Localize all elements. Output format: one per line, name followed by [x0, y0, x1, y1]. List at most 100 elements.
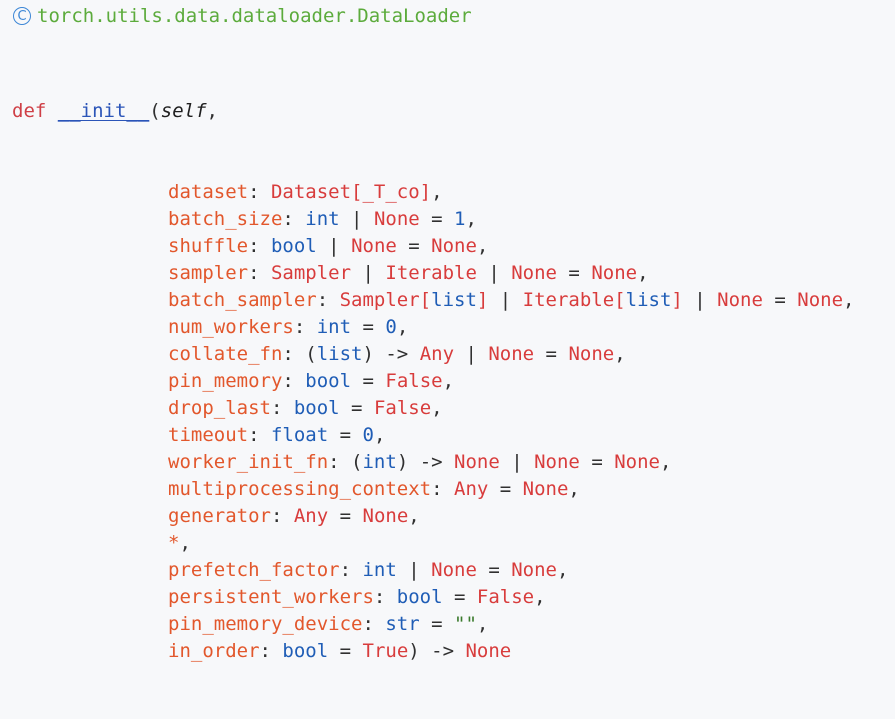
constant: None — [488, 343, 535, 365]
parameter-line: sampler: Sampler | Iterable | None = Non… — [12, 260, 854, 287]
punctuation: , — [843, 289, 855, 311]
parameter-name: prefetch_factor — [168, 559, 340, 581]
constant: None — [797, 289, 844, 311]
doc-header: C torch.utils.data.dataloader.DataLoader — [13, 3, 472, 29]
constant: False — [373, 397, 432, 419]
builtin-type: int — [362, 451, 397, 473]
constant: None — [591, 262, 638, 284]
constant: None — [454, 451, 500, 473]
punctuation: : — [248, 181, 271, 203]
constant: None — [717, 289, 763, 311]
constant: False — [385, 370, 443, 392]
builtin-type: str — [385, 613, 420, 635]
parameter-line: collate_fn: (list) -> Any | None = None, — [12, 341, 854, 368]
punctuation: , — [442, 370, 455, 392]
constant: None — [568, 343, 615, 365]
punctuation: = — [488, 478, 523, 500]
def-keyword: def — [12, 100, 47, 122]
qualified-class-name[interactable]: torch.utils.data.dataloader.DataLoader — [37, 5, 472, 27]
punctuation: , — [431, 397, 443, 419]
punctuation: : ( — [328, 451, 363, 473]
constant: None — [431, 559, 477, 581]
punctuation: , — [431, 181, 443, 203]
punctuation: , — [465, 208, 477, 230]
parameter-line: pin_memory: bool = False, — [12, 368, 854, 395]
punctuation: , — [408, 505, 420, 527]
constant: None — [431, 235, 477, 257]
punctuation: , — [614, 343, 626, 365]
punctuation: , — [373, 424, 386, 446]
constant: None — [522, 478, 569, 500]
punctuation: | — [499, 451, 535, 473]
parameter-line: shuffle: bool | None = None, — [12, 233, 854, 260]
quick-documentation-popup: C torch.utils.data.dataloader.DataLoader… — [12, 3, 855, 662]
punctuation: : — [282, 370, 306, 392]
parameter-line: in_order: bool = True) -> None — [12, 638, 854, 665]
constant: None — [614, 451, 660, 473]
builtin-type: float — [270, 424, 329, 446]
punctuation: : — [316, 289, 340, 311]
constant: None — [373, 208, 420, 230]
punctuation: | — [396, 559, 432, 581]
constant: None — [362, 505, 409, 527]
parameter-name: worker_init_fn — [168, 451, 329, 473]
parameter-name: sampler — [168, 262, 249, 284]
punctuation: | — [476, 262, 512, 284]
parameter-line: *, — [12, 530, 854, 557]
punctuation: | — [682, 289, 718, 311]
punctuation: , — [476, 235, 489, 257]
type-annotation: ] — [476, 289, 489, 311]
punctuation: | — [488, 289, 523, 311]
constant: None — [465, 640, 512, 662]
parameter-name: generator — [168, 505, 271, 527]
builtin-type: list — [316, 343, 363, 365]
parameter-name: pin_memory — [168, 370, 283, 392]
punctuation: , — [476, 613, 489, 635]
parameter-line: persistent_workers: bool = False, — [12, 584, 854, 611]
punctuation: : — [282, 208, 306, 230]
parameter-name: timeout — [168, 424, 249, 446]
punctuation: = — [351, 370, 386, 392]
punctuation: , — [396, 316, 409, 338]
punctuation: , — [568, 478, 580, 500]
parameter-line: prefetch_factor: int | None = None, — [12, 557, 854, 584]
punctuation: : — [248, 424, 271, 446]
class-icon: C — [13, 7, 31, 25]
parameter-name: persistent_workers — [168, 586, 374, 608]
punctuation: | — [339, 208, 374, 230]
parameter-name: multiprocessing_context — [168, 478, 432, 500]
punctuation: = — [396, 235, 432, 257]
parameter-name: dataset — [168, 181, 249, 203]
punctuation: = — [442, 586, 477, 608]
parameter-name: collate_fn — [168, 343, 283, 365]
builtin-type: int — [316, 316, 352, 338]
parameter-name: drop_last — [168, 397, 271, 419]
parameter-line: pin_memory_device: str = "", — [12, 611, 854, 638]
punctuation: : — [362, 613, 386, 635]
punctuation: : — [339, 559, 363, 581]
punctuation: : — [259, 640, 283, 662]
parameter-line: timeout: float = 0, — [12, 422, 854, 449]
punctuation: : — [270, 397, 294, 419]
punctuation: | — [316, 235, 352, 257]
punctuation: ) -> — [408, 640, 466, 662]
punctuation: = — [419, 208, 455, 230]
builtin-type: bool — [270, 235, 317, 257]
builtin-type: list — [625, 289, 672, 311]
builtin-type: int — [362, 559, 397, 581]
type-annotation: Iterable — [385, 262, 477, 284]
function-name[interactable]: __init__ — [57, 100, 150, 122]
parameter-name: * — [168, 532, 180, 554]
constant: None — [351, 235, 397, 257]
signature-first-line: def __init__(self, — [12, 98, 854, 125]
constant: None — [511, 559, 557, 581]
punctuation: , — [659, 451, 672, 473]
punctuation: = — [579, 451, 615, 473]
punctuation: : — [248, 235, 271, 257]
constant: None — [534, 451, 580, 473]
type-annotation: Sampler[ — [339, 289, 432, 311]
punctuation: ) -> — [396, 451, 455, 473]
punctuation: | — [351, 262, 386, 284]
builtin-type: bool — [282, 640, 329, 662]
parameter-line: num_workers: int = 0, — [12, 314, 854, 341]
